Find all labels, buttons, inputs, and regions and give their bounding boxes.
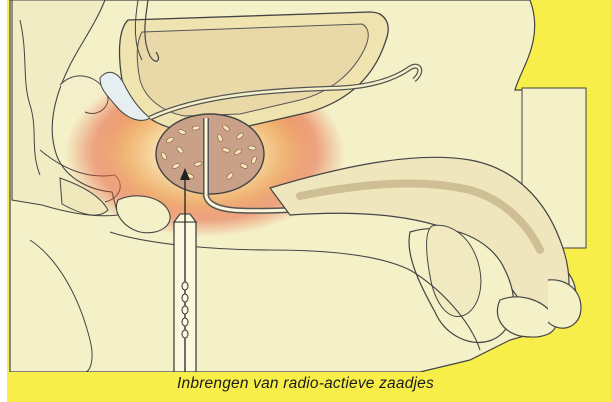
left-margin (0, 0, 7, 402)
prostate-seed-icon (182, 318, 188, 326)
prostate-seed-icon (182, 282, 188, 290)
prostate (156, 114, 264, 194)
prostate-seed-icon (182, 330, 188, 338)
prostate-seed-icon (182, 306, 188, 314)
figure-caption: Inbrengen van radio-actieve zaadjes (0, 372, 611, 396)
prostate-seed-icon (182, 294, 188, 302)
